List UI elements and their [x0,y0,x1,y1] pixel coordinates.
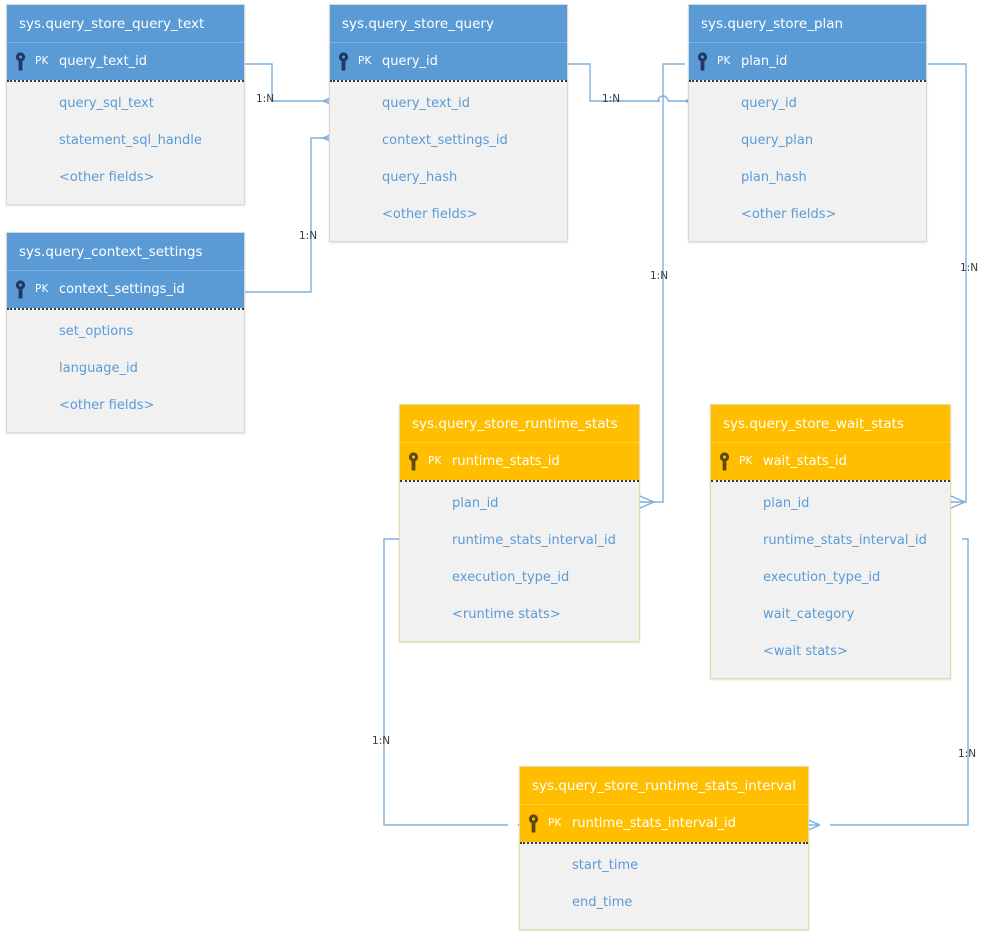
key-icon [719,452,730,471]
entity-title: sys.query_store_query_text [7,5,244,43]
entity-field: execution_type_id [763,570,881,585]
entity-field-list: query_id query_plan plan_hash <other fie… [689,80,926,241]
pk-field-name: context_settings_id [59,282,185,297]
pk-field-name: runtime_stats_interval_id [572,816,736,831]
entity-field: plan_id [452,496,499,511]
entity-title: sys.query_store_plan [689,5,926,43]
entity-query-store-query[interactable]: sys.query_store_query PK query_id query_… [329,4,568,242]
entity-query-store-runtime-stats-interval[interactable]: sys.query_store_runtime_stats_interval P… [519,766,809,930]
entity-field: query_sql_text [59,96,154,111]
entity-field: <other fields> [59,170,155,185]
pk-badge: PK [358,55,372,67]
key-icon [15,280,26,299]
cardinality-label-interval-to-runtime: 1:N [372,735,391,747]
relationship-query-to-plan [568,63,700,108]
key-icon [338,52,349,71]
entity-pk-row[interactable]: PK plan_id [689,43,926,80]
entity-field: runtime_stats_interval_id [763,533,927,548]
entity-field: query_text_id [382,96,471,111]
pk-badge: PK [739,455,753,467]
cardinality-label-plan-to-wait: 1:N [960,262,979,274]
pk-field-name: query_id [382,54,438,69]
pk-badge: PK [35,283,49,295]
entity-pk-row[interactable]: PK runtime_stats_interval_id [520,805,808,842]
entity-query-store-wait-stats[interactable]: sys.query_store_wait_stats PK wait_stats… [710,404,951,679]
relationship-context-to-query [245,131,338,293]
entity-query-store-runtime-stats[interactable]: sys.query_store_runtime_stats PK runtime… [399,404,640,642]
entity-pk-row[interactable]: PK runtime_stats_id [400,443,639,480]
pk-field-name: runtime_stats_id [452,454,560,469]
entity-field: plan_id [763,496,810,511]
entity-field: context_settings_id [382,133,508,148]
entity-field: <wait stats> [763,644,848,659]
entity-title: sys.query_store_query [330,5,567,43]
entity-field: query_hash [382,170,458,185]
entity-field: set_options [59,324,134,339]
entity-field: query_plan [741,133,814,148]
cardinality-label-context-to-query: 1:N [299,230,318,242]
entity-field-list: start_time end_time [520,842,808,929]
entity-field: <other fields> [741,207,837,222]
key-icon [408,452,419,471]
entity-field: plan_hash [741,170,807,185]
pk-field-name: wait_stats_id [763,454,847,469]
entity-field-list: set_options language_id <other fields> [7,308,244,432]
pk-badge: PK [717,55,731,67]
entity-query-store-query-text[interactable]: sys.query_store_query_text PK query_text… [6,4,245,205]
entity-title: sys.query_store_wait_stats [711,405,950,443]
entity-field: statement_sql_handle [59,133,202,148]
entity-field: wait_category [763,607,855,622]
entity-field-list: plan_id runtime_stats_interval_id execut… [400,480,639,641]
cardinality-label-text-to-query: 1:N [256,93,275,105]
key-icon [697,52,708,71]
entity-pk-row[interactable]: PK query_text_id [7,43,244,80]
entity-field: language_id [59,361,138,376]
cardinality-label-plan-to-runtime: 1:N [650,270,669,282]
cardinality-label-query-to-plan: 1:N [602,93,621,105]
entity-field: query_id [741,96,797,111]
entity-field-list: query_sql_text statement_sql_handle <oth… [7,80,244,204]
pk-field-name: query_text_id [59,54,148,69]
entity-field: start_time [572,858,639,873]
entity-pk-row[interactable]: PK context_settings_id [7,271,244,308]
entity-title: sys.query_store_runtime_stats [400,405,639,443]
pk-badge: PK [428,455,442,467]
key-icon [15,52,26,71]
pk-field-name: plan_id [741,54,788,69]
pk-badge: PK [35,55,49,67]
entity-query-context-settings[interactable]: sys.query_context_settings PK context_se… [6,232,245,433]
entity-field: end_time [572,895,633,910]
entity-field: runtime_stats_interval_id [452,533,616,548]
entity-title: sys.query_context_settings [7,233,244,271]
entity-query-store-plan[interactable]: sys.query_store_plan PK plan_id query_id… [688,4,927,242]
entity-pk-row[interactable]: PK query_id [330,43,567,80]
relationship-plan-to-runtime [639,63,685,509]
key-icon [528,814,539,833]
entity-field: <other fields> [382,207,478,222]
cardinality-label-interval-to-wait: 1:N [958,748,977,760]
entity-title: sys.query_store_runtime_stats_interval [520,767,808,805]
entity-field: <runtime stats> [452,607,561,622]
pk-badge: PK [548,817,562,829]
entity-field-list: plan_id runtime_stats_interval_id execut… [711,480,950,678]
entity-field-list: query_text_id context_settings_id query_… [330,80,567,241]
entity-field: <other fields> [59,398,155,413]
entity-field: execution_type_id [452,570,570,585]
entity-pk-row[interactable]: PK wait_stats_id [711,443,950,480]
